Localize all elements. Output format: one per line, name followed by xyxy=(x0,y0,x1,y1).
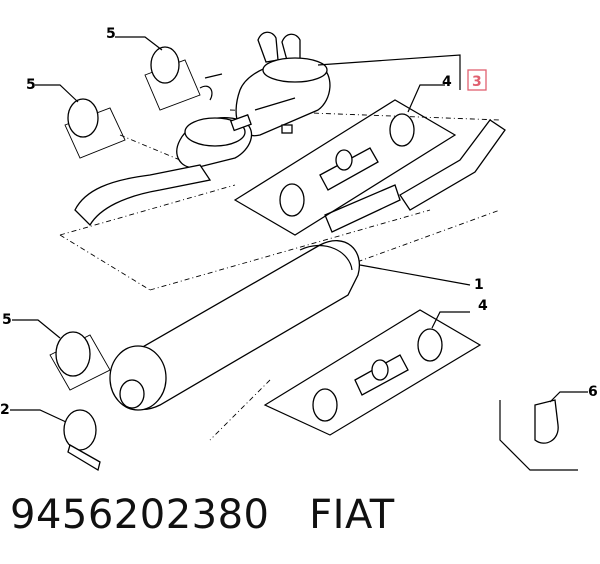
part-number: 9456202380 xyxy=(10,492,270,538)
callout-6: 6 xyxy=(588,384,598,400)
callout-5-left: 5 xyxy=(26,77,36,93)
brand-name: FIAT xyxy=(309,492,395,538)
callout-2: 2 xyxy=(0,402,10,418)
highlight-box xyxy=(467,69,487,91)
rear-silencer-part[interactable] xyxy=(74,31,331,227)
rubber-hanger-top[interactable] xyxy=(144,46,201,111)
callout-5-bottom: 5 xyxy=(2,312,12,328)
intermediate-pipe xyxy=(324,119,506,233)
clip-part[interactable] xyxy=(499,399,578,471)
rubber-hanger-bottom[interactable] xyxy=(49,331,111,391)
exhaust-clamp-part[interactable] xyxy=(63,409,101,472)
front-silencer-part[interactable] xyxy=(109,240,360,411)
assembly-outline xyxy=(59,109,501,441)
callout-3-highlighted[interactable]: 3 xyxy=(472,74,482,90)
leader-lines xyxy=(10,36,588,423)
callout-1: 1 xyxy=(474,277,484,293)
part-caption: 9456202380 FIAT xyxy=(10,492,590,552)
callout-5-top: 5 xyxy=(106,26,116,42)
clamp-kit-upper[interactable] xyxy=(233,99,457,236)
rubber-hanger-left[interactable] xyxy=(64,98,126,159)
callout-4-lower: 4 xyxy=(478,298,488,314)
callout-4-upper: 4 xyxy=(442,74,452,90)
clamp-kit-lower[interactable] xyxy=(263,309,482,436)
exhaust-parts-diagram: 5 5 4 3 1 4 5 2 6 xyxy=(0,26,598,472)
